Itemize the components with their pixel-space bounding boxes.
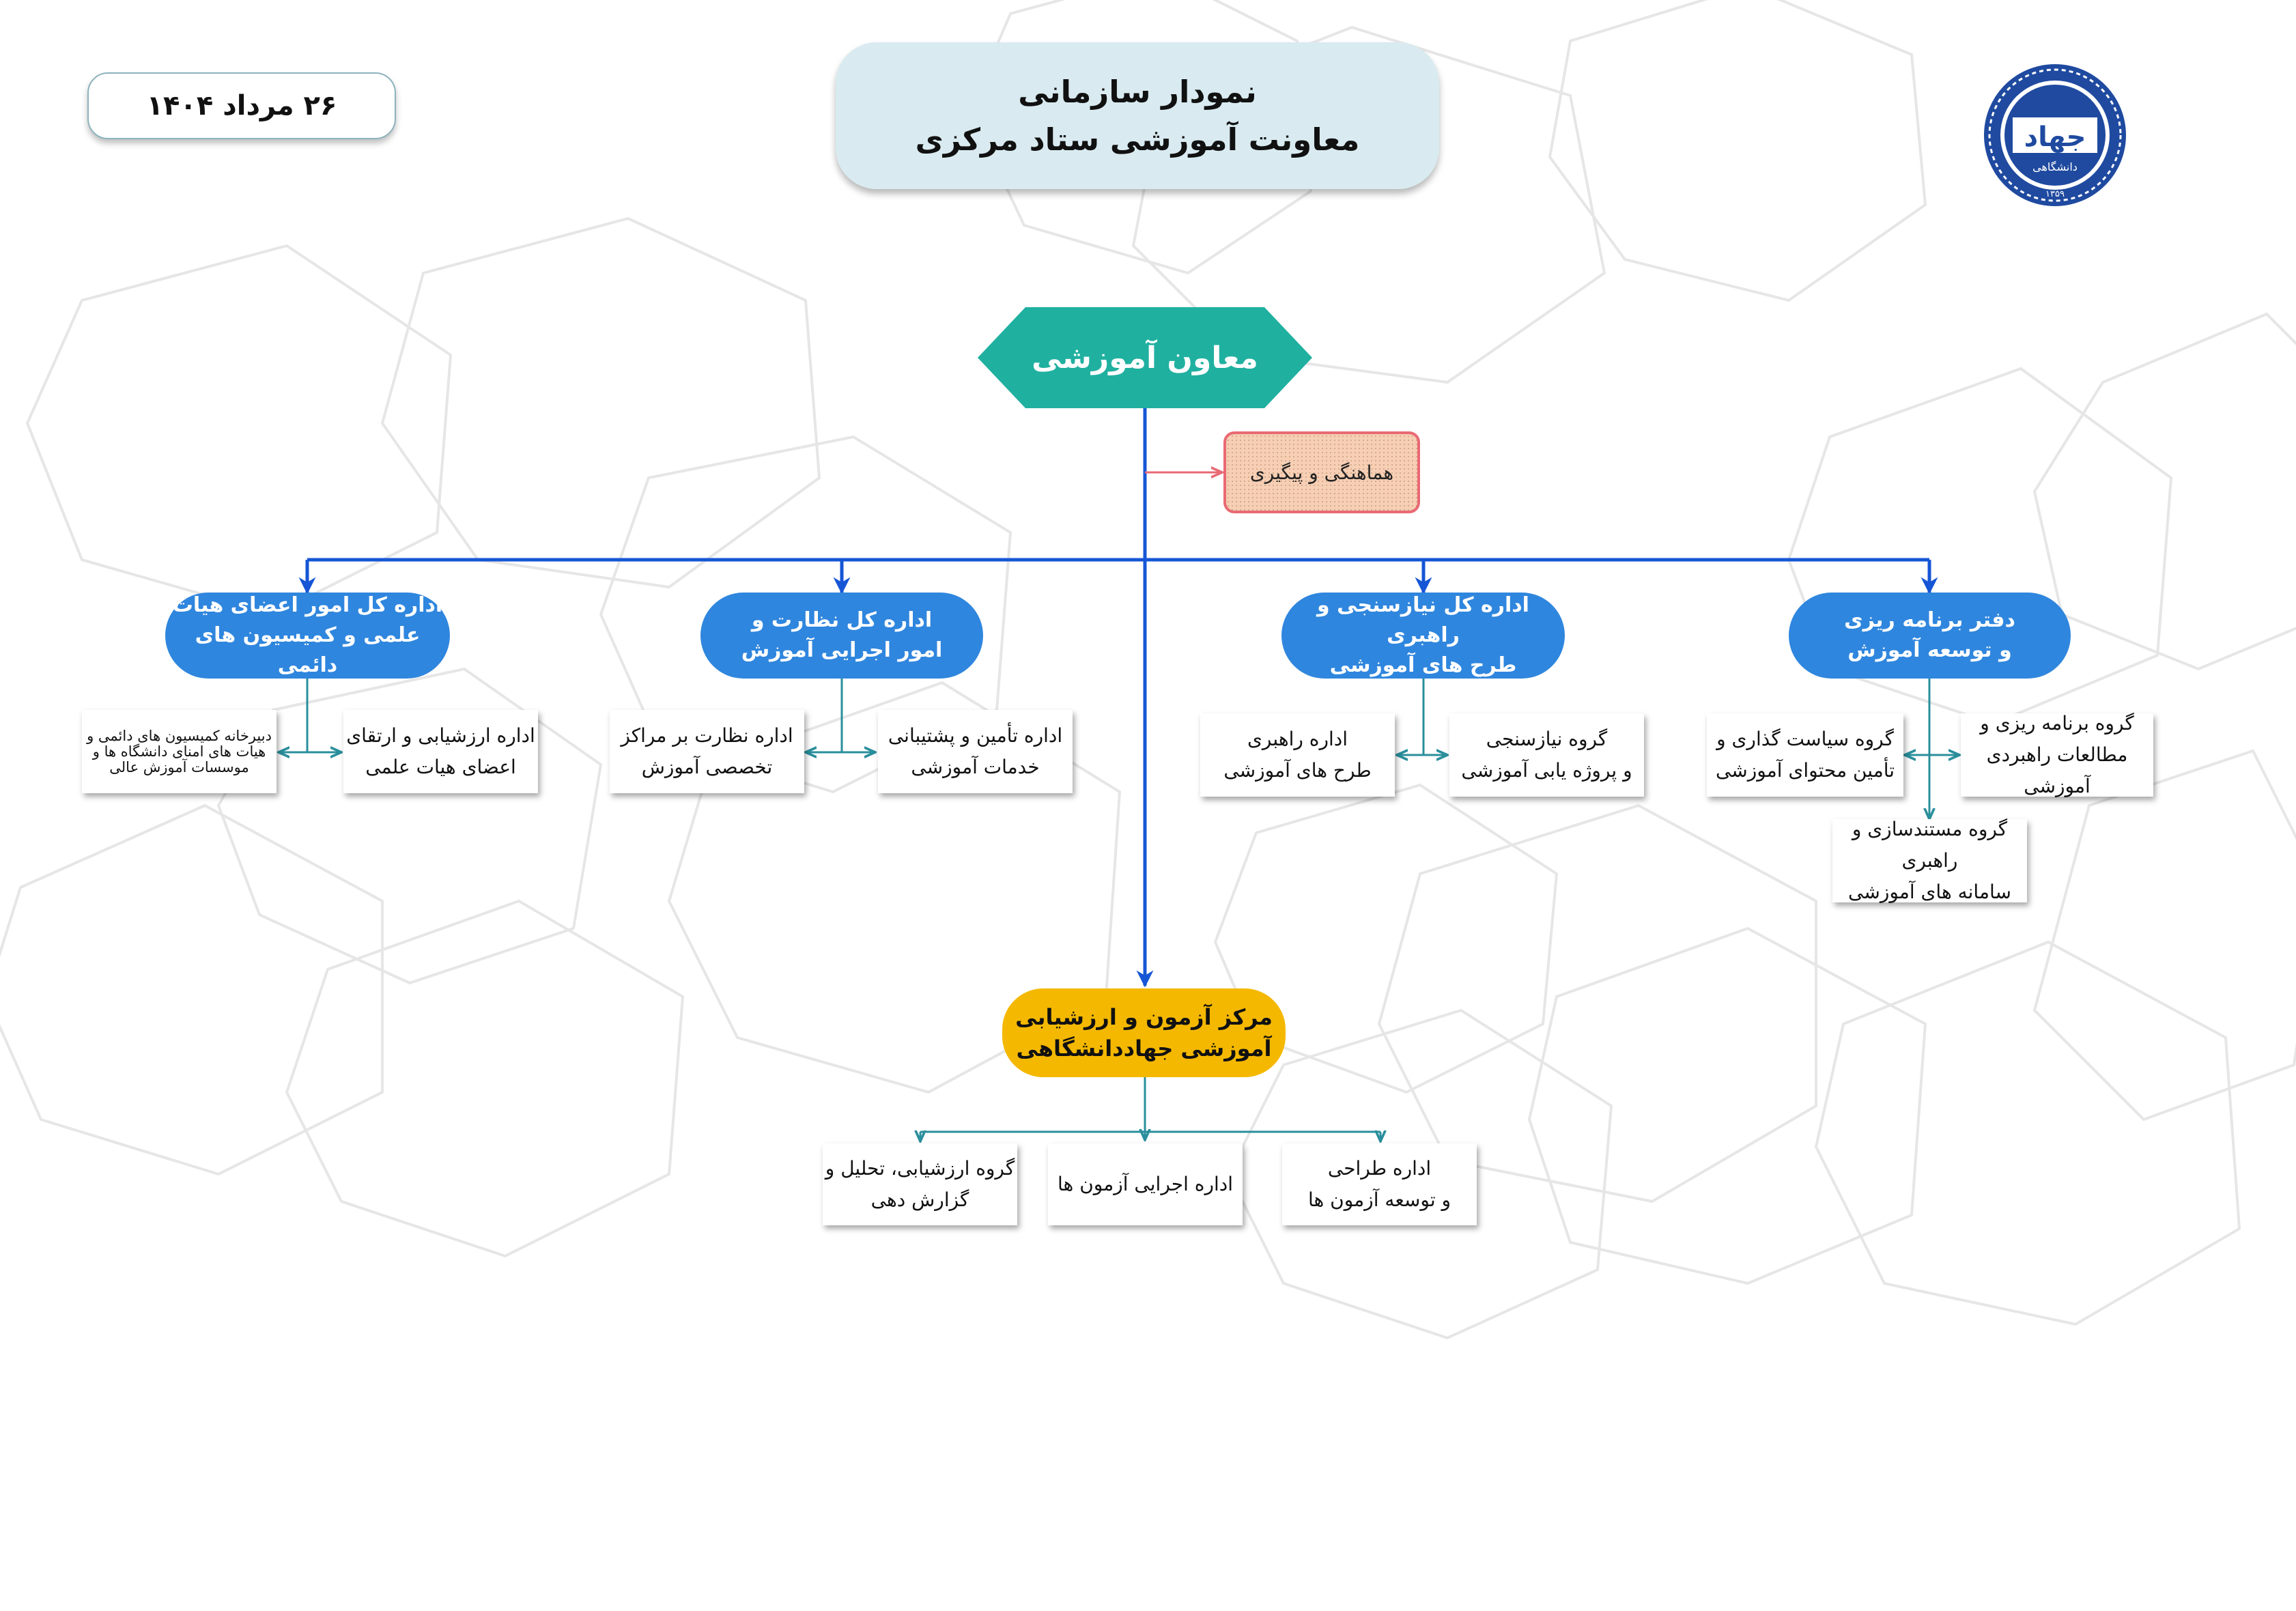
unit-line: و توسعه آزمون ها [1307,1188,1451,1211]
dept-faculty-affairs[interactable]: اداره کل امور اعضای هیات علمی و کمیسیون … [165,593,450,679]
unit-line: هیات های امنای دانشگاه ها و [92,743,266,760]
unit-line: دبیرخانه کمیسیون های دائمی و [87,727,272,744]
unit-line: گزارش دهی [870,1188,969,1211]
unit-line: اداره نظارت بر مراکز [621,724,793,747]
exam-center-line1: مرکز آزمون و ارزشیابی [1015,1004,1273,1030]
unit-line: اعضای هیات علمی [365,756,516,778]
unit-line: گروه مستندسازی و راهبری [1852,818,2008,872]
unit-line: گروه سیاست گذاری و [1716,728,1894,750]
unit-line: اداره اجرایی آزمون ها [1058,1173,1233,1195]
top-node-shape [978,307,1312,408]
unit-line: گروه نیازسنجی [1486,728,1608,750]
page-title: نمودار سازمانی معاونت آموزشی ستاد مرکزی [836,42,1439,189]
unit-line: اداره طراحی [1327,1157,1432,1180]
logo-subtext: دانشگاهی [2032,160,2078,173]
logo-year: ۱۳۵۹ [2045,189,2065,199]
dept-supervision-line1: اداره کل نظارت و [751,608,933,632]
unit-needs-assessment-group[interactable]: گروه نیازسنجی و پروژه یابی آموزشی [1449,713,1644,797]
coordination-node[interactable]: هماهنگی و پیگیری [1223,431,1420,513]
unit-line: گروه برنامه ریزی و [1980,712,2134,735]
title-line-2: معاونت آموزشی ستاد مرکزی [915,121,1360,158]
dept-needs-assessment[interactable]: اداره کل نیازسنجی و راهبری طرح های آموزش… [1281,593,1565,679]
unit-line: تخصصی آموزش [641,756,773,778]
unit-evaluation-reporting[interactable]: گروه ارزشیابی، تحلیل و گزارش دهی [823,1143,1017,1225]
dept-supervision[interactable]: اداره کل نظارت و امور اجرایی آموزش [700,593,983,679]
unit-exam-execution[interactable]: اداره اجرایی آزمون ها [1048,1143,1243,1225]
logo-text: جهاد [2024,122,2086,153]
unit-line: موسسات آموزش عالی [109,758,249,775]
unit-policy-content[interactable]: گروه سیاست گذاری و تأمین محتوای آموزشی [1707,713,1903,797]
title-line-1: نمودار سازمانی [1018,73,1257,110]
jahad-daneshgahi-logo: جهاد دانشگاهی ۱۳۵۹ [1984,64,2126,206]
unit-line: گروه ارزشیابی، تحلیل و [825,1157,1015,1180]
dept-planning-line2: و توسعه آموزش [1847,638,2012,662]
dept-planning[interactable]: دفتر برنامه ریزی و توسعه آموزش [1789,593,2071,679]
unit-line: مطالعات راهبردی آموزشی [1986,743,2128,797]
dept-faculty-affairs-line2: علمی و کمیسیون های دائمی [195,623,421,677]
dept-supervision-line2: امور اجرایی آموزش [741,638,943,662]
unit-line: تأمین محتوای آموزشی [1715,759,1895,782]
coordination-label: هماهنگی و پیگیری [1249,461,1394,484]
dept-needs-assessment-line2: طرح های آموزشی [1329,653,1517,677]
unit-line: سامانه های آموزشی [1848,881,2011,903]
unit-strategic-planning[interactable]: گروه برنامه ریزی و مطالعات راهبردی آموزش… [1961,712,2153,797]
unit-line: طرح های آموزشی [1223,759,1372,782]
top-node-vice-president[interactable]: معاون آموزشی [978,307,1312,408]
date-text: ۲۶ مرداد ۱۴۰۴ [146,90,337,122]
unit-line: اداره تأمین و پشتیبانی [888,724,1063,747]
unit-support-services[interactable]: اداره تأمین و پشتیبانی خدمات آموزشی [878,710,1073,793]
dept-faculty-affairs-line1: اداره کل امور اعضای هیات [172,593,443,617]
top-node-label: معاون آموزشی [1032,340,1258,375]
unit-line: اداره ارزشیابی و ارتقای [346,724,535,747]
exam-center-node[interactable]: مرکز آزمون و ارزشیابی آموزشی جهاددانشگاه… [1002,988,1286,1077]
unit-center-supervision[interactable]: اداره نظارت بر مراکز تخصصی آموزش [610,710,804,793]
unit-line: و پروژه یابی آموزشی [1461,759,1632,782]
date-badge: ۲۶ مرداد ۱۴۰۴ [87,72,396,139]
unit-commissions-secretariat[interactable]: دبیرخانه کمیسیون های دائمی و هیات های ام… [82,710,277,793]
unit-line: اداره راهبری [1247,728,1348,750]
unit-line: خدمات آموزشی [911,756,1040,778]
unit-documentation-systems[interactable]: گروه مستندسازی و راهبری سامانه های آموزش… [1832,818,2027,903]
dept-planning-line1: دفتر برنامه ریزی [1844,608,2015,632]
unit-faculty-evaluation[interactable]: اداره ارزشیابی و ارتقای اعضای هیات علمی [343,710,538,793]
unit-exam-design[interactable]: اداره طراحی و توسعه آزمون ها [1282,1143,1477,1225]
dept-needs-assessment-line1: اداره کل نیازسنجی و راهبری [1317,593,1529,647]
unit-project-guidance[interactable]: اداره راهبری طرح های آموزشی [1200,713,1395,797]
exam-center-line2: آموزشی جهاددانشگاهی [1016,1036,1272,1061]
